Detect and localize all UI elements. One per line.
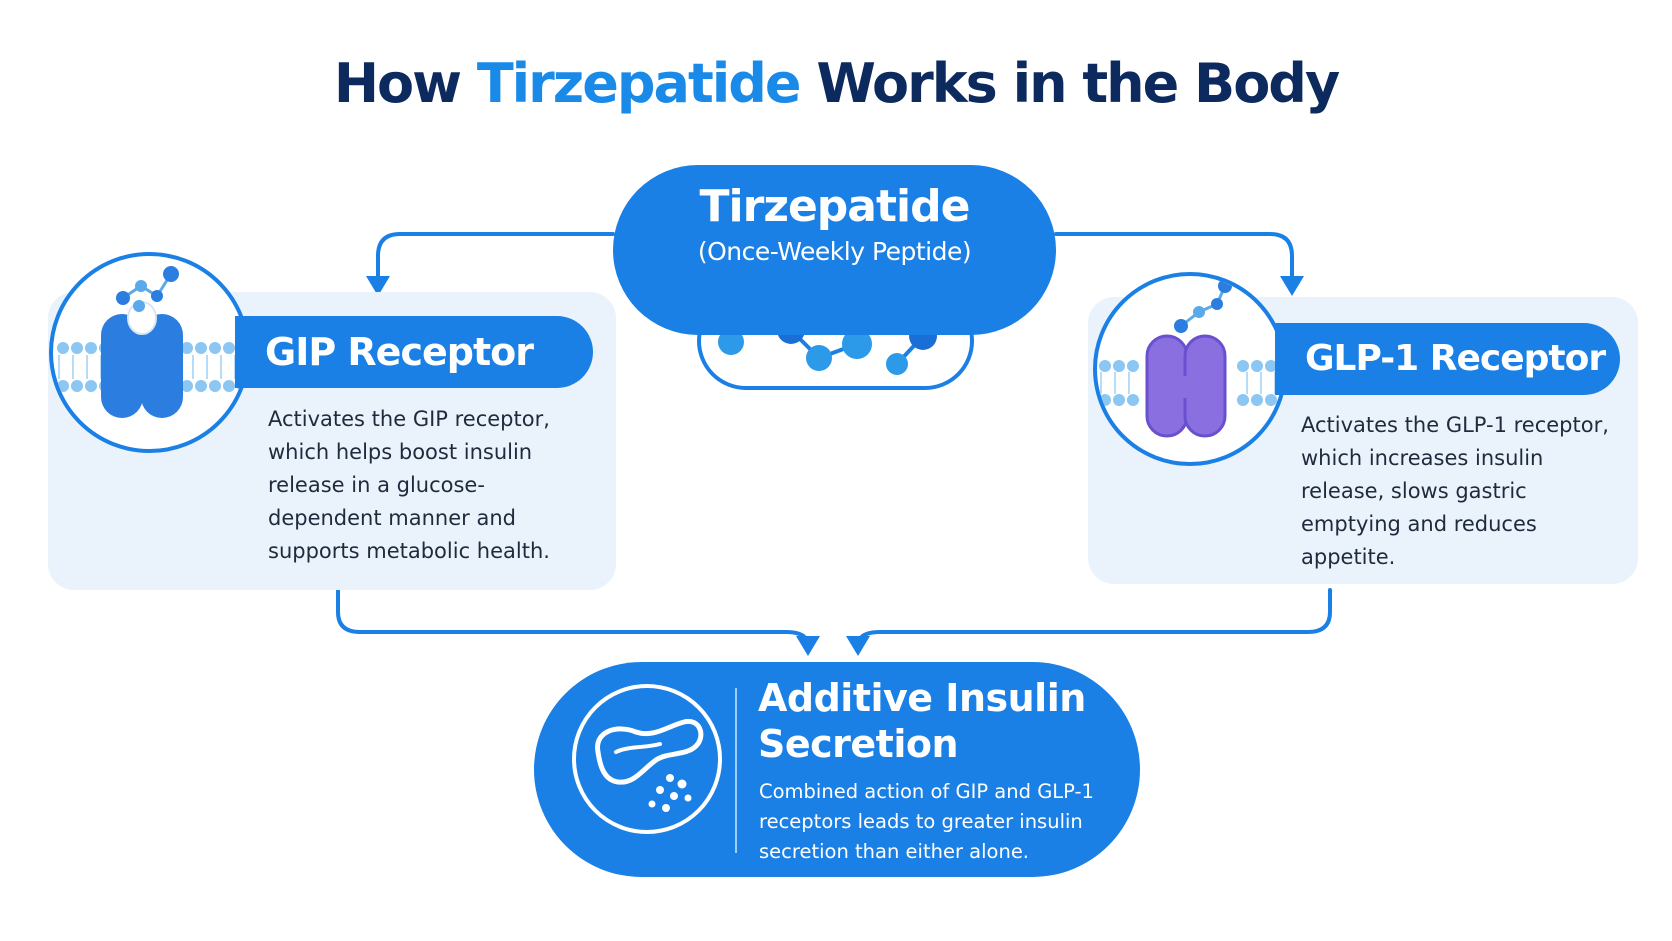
gip-receptor-label: GIP Receptor <box>235 316 593 388</box>
pancreas-circle <box>572 684 722 834</box>
arrow-center-to-glp1 <box>1054 232 1294 284</box>
arrow-center-to-gip <box>376 232 615 284</box>
title-suffix: Works in the Body <box>816 52 1340 115</box>
tirzepatide-title: Tirzepatide <box>699 181 971 232</box>
pancreas-icon <box>595 718 704 812</box>
result-divider <box>735 688 737 853</box>
gip-receptor-membrane-icon <box>57 266 246 418</box>
glp1-receptor-label: GLP-1 Receptor <box>1275 323 1620 395</box>
tirzepatide-node: Tirzepatide (Once-Weekly Peptide) <box>613 165 1056 335</box>
arrow-glp1-to-result <box>856 588 1332 648</box>
page-title: How Tirzepatide Works in the Body <box>0 52 1672 115</box>
glp1-receptor-description: Activates the GLP-1 receptor, which incr… <box>1301 413 1609 569</box>
tirzepatide-subtitle: (Once-Weekly Peptide) <box>697 237 972 266</box>
gip-receptor-description: Activates the GIP receptor, which helps … <box>268 407 550 563</box>
result-description: Combined action of GIP and GLP-1 recepto… <box>759 780 1094 863</box>
gip-receptor-circle <box>49 252 250 453</box>
title-prefix: How <box>333 52 462 115</box>
glp1-receptor-circle <box>1093 272 1287 466</box>
title-accent: Tirzepatide <box>476 52 802 115</box>
result-title: Additive Insulin Secretion <box>758 676 1086 766</box>
glp1-receptor-membrane-icon <box>1099 279 1283 438</box>
arrow-gip-to-result <box>336 588 810 648</box>
